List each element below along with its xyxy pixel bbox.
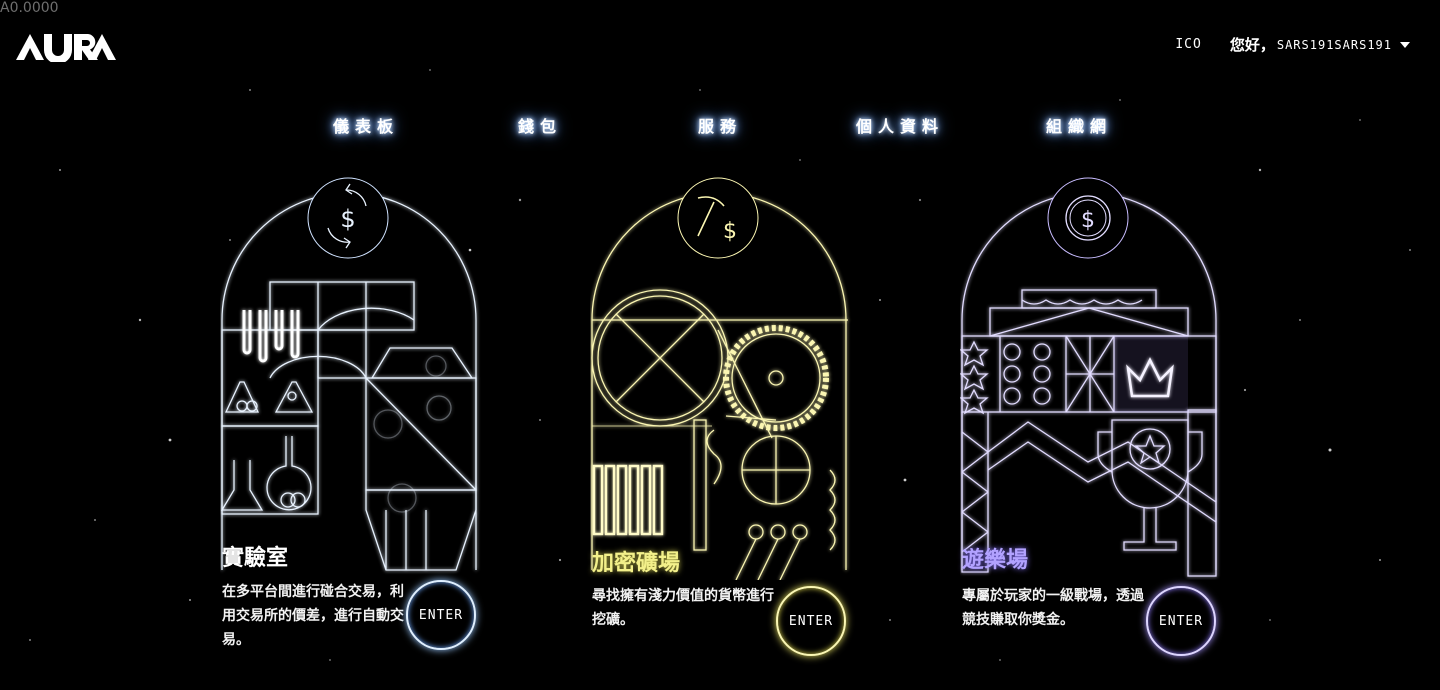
username-text: SARS191SARS191 — [1276, 37, 1392, 52]
mining-card[interactable]: $ 加密礦場 尋找擁有淺力價值的貨幣進行挖礦。 ENTER — [590, 170, 870, 670]
svg-text:$: $ — [1081, 208, 1095, 233]
nav-services[interactable]: 服務 — [698, 117, 743, 136]
user-menu[interactable]: 您好， SARS191SARS191 — [1230, 34, 1410, 55]
ico-link[interactable]: ICO — [1175, 37, 1202, 52]
nav-profile[interactable]: 個人資料 — [856, 117, 945, 136]
svg-text:$: $ — [723, 219, 737, 244]
balance-readout: A0.0000 — [0, 0, 59, 16]
svg-text:$: $ — [340, 205, 355, 233]
card-description: 尋找擁有淺力價值的貨幣進行挖礦。 — [592, 588, 774, 628]
coin-icon — [1047, 177, 1129, 259]
nav-wallet[interactable]: 錢包 — [518, 117, 563, 136]
playground-card[interactable]: $ 遊樂場 專屬於玩家的一級戰場，透過競技賺取你獎金。 ENTER — [960, 170, 1240, 670]
nav-network[interactable]: 組織網 — [1046, 117, 1113, 136]
aura-logo[interactable] — [16, 32, 116, 62]
mining-illustration: $ — [591, 177, 848, 580]
card-title: 加密礦場 — [592, 551, 681, 576]
greeting-text: 您好， — [1229, 36, 1275, 54]
card-title: 實驗室 — [222, 546, 289, 571]
card-title: 遊樂場 — [962, 548, 1029, 573]
lab-card[interactable]: $ 實驗室 在多平台間進行碰合交易，利用交易所的價差，進行自動交易。 ENTER — [220, 170, 500, 670]
playground-illustration: $ — [960, 177, 1217, 577]
nav-dashboard[interactable]: 儀表板 — [333, 117, 400, 136]
pickaxe-icon — [677, 177, 759, 259]
lab-illustration: $ — [220, 177, 477, 571]
enter-button[interactable]: ENTER — [1146, 586, 1216, 656]
top-navigation: ICO 您好， SARS191SARS191 — [1175, 34, 1410, 55]
enter-button[interactable]: ENTER — [776, 586, 846, 656]
chevron-down-icon[interactable] — [1400, 41, 1410, 48]
enter-button[interactable]: ENTER — [406, 580, 476, 650]
main-navigation: 儀表板 錢包 服務 個人資料 組織網 — [0, 113, 1440, 137]
exchange-icon — [307, 177, 389, 259]
card-description: 專屬於玩家的一級戰場，透過競技賺取你獎金。 — [962, 588, 1144, 628]
card-description: 在多平台間進行碰合交易，利用交易所的價差，進行自動交易。 — [222, 584, 404, 648]
